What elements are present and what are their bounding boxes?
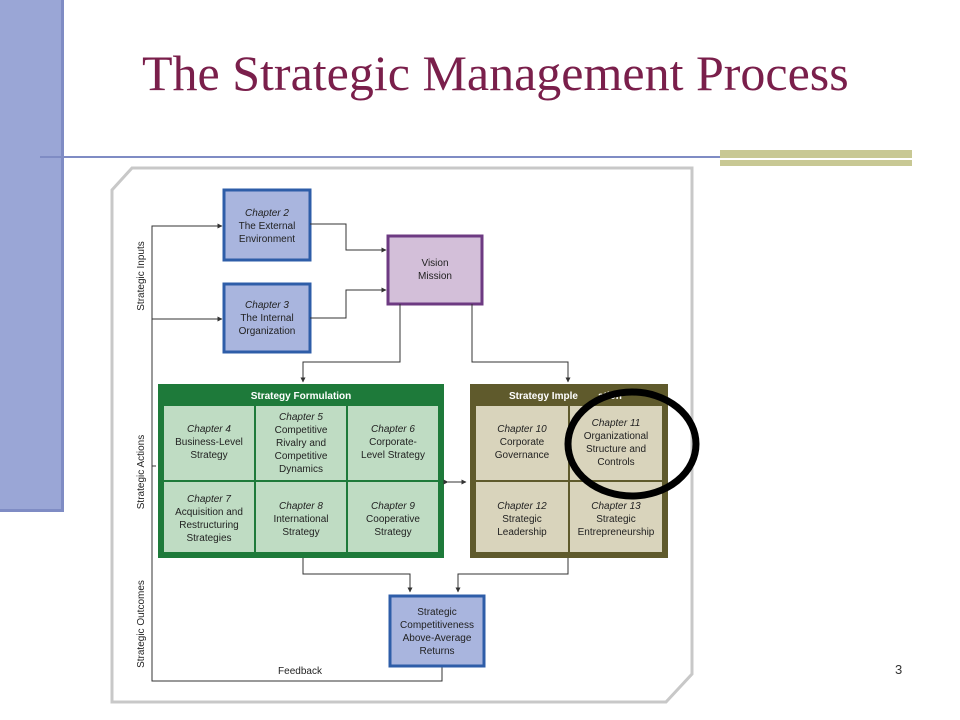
chapter-13-line-2: Entrepreneurship xyxy=(578,527,655,538)
external-line-1: The External xyxy=(239,221,296,232)
chapter-4-line-2: Strategy xyxy=(190,450,227,461)
external-chapter: Chapter 2 xyxy=(245,208,289,219)
chapter-10-cell xyxy=(476,406,568,480)
vision-line-1: Vision xyxy=(421,258,448,269)
chapter-5-line-4: Dynamics xyxy=(279,464,323,475)
slide-title: The Strategic Management Process xyxy=(142,45,849,101)
chapter-6-cell xyxy=(348,406,438,480)
outcome-line-3: Above-Average xyxy=(403,633,472,644)
title-rule-accent xyxy=(720,150,912,166)
internal-to-vision-arrow xyxy=(310,287,387,319)
chapter-8-line-1: International xyxy=(273,514,328,525)
left-accent-bar xyxy=(0,0,64,512)
strategic-outcome-box: Strategic Competitiveness Above-Average … xyxy=(388,594,486,668)
chapter-7-line-1: Acquisition and xyxy=(175,507,243,518)
chapter-7-label: Chapter 7 xyxy=(187,494,231,505)
vision-to-implementation-arrow xyxy=(471,304,571,383)
chapter-7-line-2: Restructuring xyxy=(179,520,238,531)
side-label-inputs: Strategic Inputs xyxy=(136,241,147,310)
chapter-12-line-2: Leadership xyxy=(497,527,547,538)
chapter-6-line-2: Level Strategy xyxy=(361,450,425,461)
external-environment-box: Chapter 2 The External Environment xyxy=(222,188,312,262)
chapter-7-line-3: Strategies xyxy=(186,533,231,544)
highlight-circle xyxy=(564,388,700,500)
chapter-6-line-1: Corporate- xyxy=(369,437,417,448)
formulation-header: Strategy Formulation xyxy=(251,391,352,402)
chapter-9-cell xyxy=(348,482,438,552)
chapter-10-line-2: Governance xyxy=(495,450,550,461)
formulation-to-outcome-arrow xyxy=(302,558,413,593)
internal-line-1: The Internal xyxy=(240,313,293,324)
chapter-4-line-1: Business-Level xyxy=(175,437,243,448)
chapter-9-label: Chapter 9 xyxy=(371,501,415,512)
vision-to-formulation-arrow xyxy=(300,304,401,383)
internal-line-2: Organization xyxy=(239,326,296,337)
strategic-management-diagram: Strategic Inputs Strategic Actions Strat… xyxy=(110,166,700,708)
chapter-5-line-3: Competitive xyxy=(275,451,328,462)
title-rule xyxy=(40,156,912,158)
chapter-5-line-1: Competitive xyxy=(275,425,328,436)
strategy-implementation-block: Strategy Imple ation Chapter 10 Corporat… xyxy=(470,384,668,558)
chapter-11-line-1: Organizational xyxy=(584,431,648,442)
chapter-12-line-1: Strategic xyxy=(502,514,541,525)
external-to-vision-arrow xyxy=(310,223,387,253)
internal-chapter: Chapter 3 xyxy=(245,300,289,311)
chapter-12-label: Chapter 12 xyxy=(497,501,547,512)
strategy-formulation-block: Strategy Formulation Chapter 4 Business-… xyxy=(158,384,444,558)
external-line-2: Environment xyxy=(239,234,295,245)
chapter-10-label: Chapter 10 xyxy=(497,424,547,435)
chapter-5-label: Chapter 5 xyxy=(279,412,323,423)
internal-organization-box: Chapter 3 The Internal Organization xyxy=(222,282,312,354)
chapter-11-line-2: Structure and xyxy=(586,444,646,455)
side-label-outcomes: Strategic Outcomes xyxy=(136,580,147,668)
outcome-line-1: Strategic xyxy=(417,607,456,618)
vision-line-2: Mission xyxy=(418,271,452,282)
chapter-11-cell xyxy=(570,406,662,480)
chapter-5-line-2: Rivalry and xyxy=(276,438,326,449)
page-number: 3 xyxy=(895,662,903,677)
feedback-label: Feedback xyxy=(278,666,323,677)
side-label-actions: Strategic Actions xyxy=(136,435,147,509)
chapter-6-label: Chapter 6 xyxy=(371,424,415,435)
chapter-8-label: Chapter 8 xyxy=(279,501,323,512)
chapter-7-cell xyxy=(164,482,254,552)
implementation-to-outcome-arrow xyxy=(455,558,569,593)
outcome-line-2: Competitiveness xyxy=(400,620,474,631)
vision-mission-box: Vision Mission xyxy=(386,234,484,306)
chapter-5-cell xyxy=(256,406,346,480)
chapter-4-label: Chapter 4 xyxy=(187,424,231,435)
chapter-11-line-3: Controls xyxy=(597,457,634,468)
chapter-13-label: Chapter 13 xyxy=(591,501,641,512)
chapter-12-cell xyxy=(476,482,568,552)
chapter-13-line-1: Strategic xyxy=(596,514,635,525)
implementation-header: Strategy Imple xyxy=(509,391,578,402)
chapter-4-cell xyxy=(164,406,254,480)
chapter-11-label: Chapter 11 xyxy=(592,418,641,429)
chapter-10-line-1: Corporate xyxy=(500,437,545,448)
chapter-9-line-1: Cooperative xyxy=(366,514,420,525)
outcome-line-4: Returns xyxy=(419,646,454,657)
chapter-8-line-2: Strategy xyxy=(282,527,319,538)
chapter-8-cell xyxy=(256,482,346,552)
chapter-9-line-2: Strategy xyxy=(374,527,411,538)
